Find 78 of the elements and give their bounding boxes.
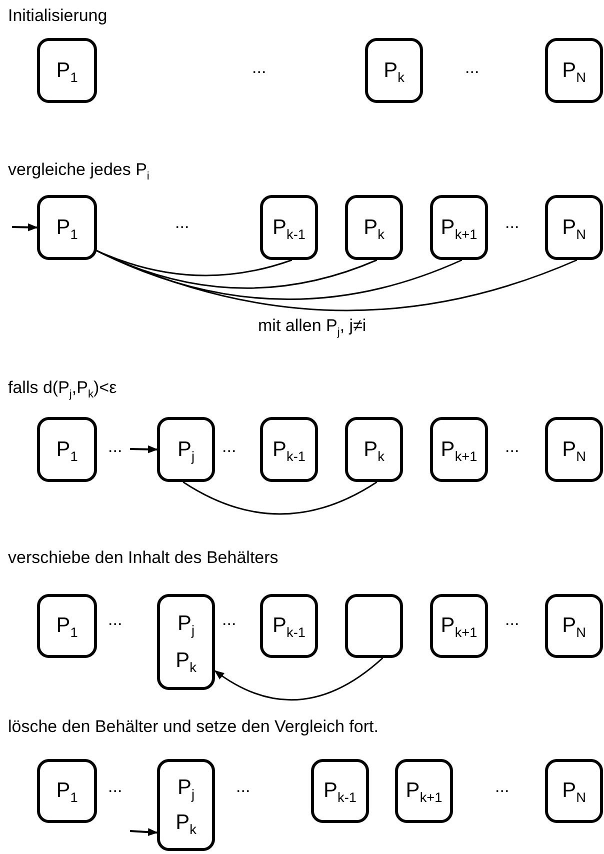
ellipsis: ... — [505, 437, 520, 457]
element-label: P$_{1}$ — [56, 438, 78, 466]
container-box — [430, 417, 488, 482]
step-text: falls d(P$_{j}$,P$_{k}$)<ε — [8, 378, 117, 402]
connector-line — [96, 250, 578, 312]
element-label: P$_{k}$ — [364, 216, 384, 244]
ellipsis: ... — [222, 437, 236, 457]
ellipsis: ... — [108, 610, 122, 630]
empty-box — [345, 594, 403, 658]
ellipsis: ... — [236, 777, 250, 797]
element-label: P$_{j}$ — [177, 438, 195, 466]
element-label: P$_{j}$ — [177, 776, 195, 804]
element-label: P$_{j}$ — [177, 612, 195, 640]
arrow — [130, 828, 158, 836]
step-text: lösche den Behälter und setze den Vergleich fort. — [8, 717, 378, 737]
element-label: P$_{k}$ — [176, 648, 196, 677]
container-box — [37, 417, 97, 482]
connector-line — [96, 250, 292, 276]
element-label: P$_{k}$ — [364, 438, 384, 466]
element-label: P$_{1}$ — [56, 614, 78, 642]
step-text: vergleiche jedes P$_{i}$ — [8, 160, 150, 184]
element-label: P$_{1}$ — [56, 216, 78, 244]
step-text: mit allen P$_{j}$, j≠i — [258, 316, 366, 340]
container-box — [37, 195, 97, 260]
ellipsis: ... — [175, 213, 190, 233]
element-label: P$_{k+1}$ — [440, 216, 478, 244]
element-label: P$_{k+1}$ — [440, 438, 478, 466]
container-box — [157, 759, 215, 851]
element-label: P$_{1}$ — [56, 779, 78, 808]
ellipsis: ... — [465, 58, 480, 78]
element-label: P$_{k+1}$ — [440, 614, 478, 642]
element-label: P$_{k}$ — [176, 810, 196, 839]
container-box — [345, 417, 403, 482]
arrow — [130, 445, 158, 454]
step-text: Initialisierung — [8, 6, 108, 26]
container-box — [260, 594, 318, 658]
element-label: P$_{k-1}$ — [272, 438, 306, 466]
container-box — [545, 759, 603, 823]
ellipsis: ... — [222, 610, 236, 630]
container-box — [157, 594, 215, 690]
element-label: P$_{N}$ — [562, 58, 586, 87]
container-box — [260, 417, 318, 482]
element-label: P$_{k}$ — [384, 58, 404, 87]
element-label: P$_{1}$ — [56, 58, 78, 87]
container-box — [365, 38, 423, 103]
element-label: P$_{k-1}$ — [272, 614, 306, 642]
container-box — [545, 417, 603, 482]
container-box — [545, 594, 603, 658]
container-box — [430, 594, 488, 658]
container-box — [37, 759, 97, 823]
element-label: P$_{k+1}$ — [406, 779, 442, 808]
element-label: P$_{k-1}$ — [272, 216, 306, 244]
element-label: P$_{k-1}$ — [324, 779, 356, 808]
connector-line — [95, 250, 462, 300]
container-box — [395, 759, 453, 823]
ellipsis: ... — [505, 610, 520, 630]
element-label: P$_{N}$ — [562, 614, 586, 642]
container-box — [545, 195, 603, 260]
ellipsis: ... — [252, 58, 266, 78]
ellipsis: ... — [505, 213, 520, 233]
element-label: P$_{N}$ — [562, 779, 586, 808]
container-box — [37, 38, 97, 103]
container-box — [430, 195, 488, 260]
arrow — [12, 223, 38, 232]
connector-line — [182, 481, 378, 515]
container-box — [37, 594, 97, 658]
container-box — [545, 38, 603, 103]
ellipsis: ... — [495, 777, 510, 797]
step-text: verschiebe den Inhalt des Behälters — [8, 548, 278, 568]
ellipsis: ... — [108, 437, 122, 457]
ellipsis: ... — [108, 777, 122, 797]
element-label: P$_{N}$ — [562, 438, 586, 466]
container-box — [157, 417, 215, 482]
container-box — [260, 195, 318, 260]
arrow — [214, 657, 384, 700]
element-label: P$_{N}$ — [562, 216, 586, 244]
container-box — [311, 759, 369, 823]
container-box — [345, 195, 403, 260]
